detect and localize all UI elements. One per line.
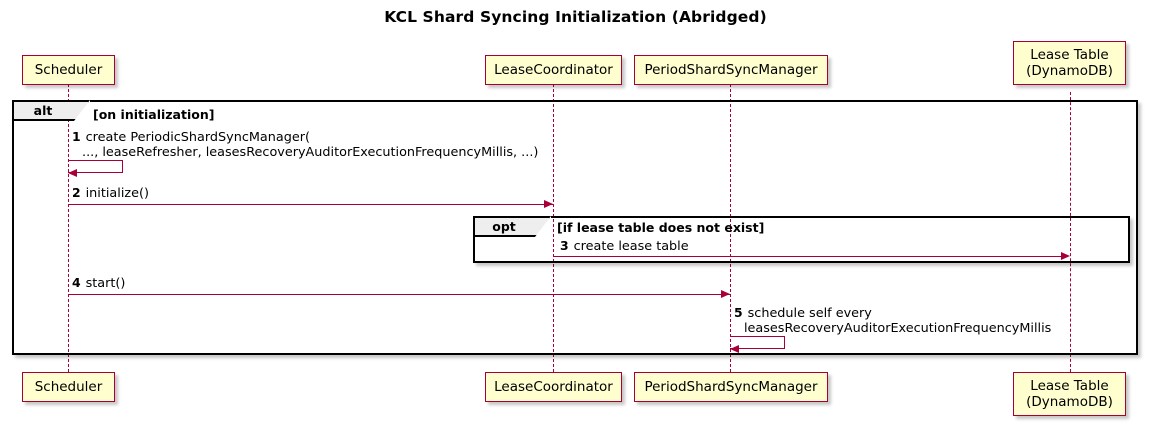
participant-scheduler-bottom-label: Scheduler (34, 379, 103, 395)
message-3-arrowhead (1061, 251, 1070, 260)
participant-period-shard-sync-manager-top[interactable]: PeriodShardSyncManager (634, 55, 828, 85)
participant-lease-table-bottom-label-line1: Lease Table (1030, 378, 1109, 394)
fragment-opt-guard: [if lease table does not exist] (557, 220, 765, 235)
participant-lease-coordinator-top-label: LeaseCoordinator (494, 62, 613, 78)
message-5-text-line2: leasesRecoveryAuditorExecutionFrequencyM… (744, 321, 1052, 336)
lifeline-scheduler (68, 84, 69, 372)
message-3-label: 3 create lease table (560, 238, 689, 254)
message-5-self-loop (730, 336, 785, 349)
message-4-label: 4 start() (72, 275, 125, 291)
fragment-opt-tab: opt (475, 216, 551, 237)
message-1-label: 1 create PeriodicShardSyncManager( ..., l… (72, 129, 538, 160)
message-1-text-line2: ..., leaseRefresher, leasesRecoveryAudit… (82, 145, 539, 160)
message-5-text-line1: schedule self every (747, 306, 872, 321)
participant-lease-table-top-label-line1: Lease Table (1030, 47, 1109, 63)
participant-period-shard-sync-manager-bottom[interactable]: PeriodShardSyncManager (634, 372, 828, 402)
lifeline-lease-coordinator (553, 84, 554, 372)
participant-lease-table-top-label-line2: (DynamoDB) (1026, 63, 1113, 79)
participant-lease-coordinator-bottom-label: LeaseCoordinator (494, 379, 613, 395)
participant-lease-coordinator-top[interactable]: LeaseCoordinator (485, 55, 622, 85)
fragment-opt: opt (473, 216, 1130, 263)
message-1-self-loop (68, 160, 123, 173)
message-2-number: 2 (72, 185, 81, 200)
message-3-text: create lease table (573, 239, 689, 254)
message-4-text: start() (85, 276, 126, 291)
diagram-title: KCL Shard Syncing Initialization (Abridg… (384, 8, 767, 26)
participant-lease-table-bottom[interactable]: Lease Table (DynamoDB) (1013, 372, 1126, 416)
message-5-label: 5 schedule self every leasesRecoveryAudit… (734, 305, 1051, 336)
participant-period-shard-sync-manager-top-label: PeriodShardSyncManager (644, 62, 818, 78)
message-4-line (68, 294, 730, 295)
fragment-opt-operator: opt (492, 219, 516, 234)
message-1-arrowhead (68, 168, 77, 177)
message-1-text-line1: create PeriodicShardSyncManager( (85, 130, 310, 145)
message-2-text: initialize() (85, 186, 149, 201)
participant-scheduler-top[interactable]: Scheduler (22, 55, 115, 85)
message-2-line (68, 204, 553, 205)
message-2-arrowhead (544, 199, 553, 208)
fragment-alt: alt (12, 100, 1138, 355)
lifeline-period-shard-sync-manager (730, 84, 731, 372)
fragment-alt-guard: [on initialization] (93, 107, 215, 122)
message-2-label: 2 initialize() (72, 185, 149, 201)
message-5-arrowhead (730, 344, 739, 353)
message-3-number: 3 (560, 238, 569, 253)
lifeline-lease-table (1070, 92, 1071, 372)
message-1-number: 1 (72, 129, 81, 144)
participant-lease-table-top[interactable]: Lease Table (DynamoDB) (1013, 41, 1126, 85)
participant-lease-table-bottom-label-line2: (DynamoDB) (1026, 394, 1113, 410)
fragment-alt-operator: alt (33, 103, 53, 118)
fragment-alt-tab: alt (14, 100, 90, 121)
message-4-arrowhead (721, 289, 730, 298)
participant-scheduler-bottom[interactable]: Scheduler (22, 372, 115, 402)
message-3-line (553, 256, 1061, 257)
message-4-number: 4 (72, 275, 81, 290)
participant-lease-coordinator-bottom[interactable]: LeaseCoordinator (485, 372, 622, 402)
participant-period-shard-sync-manager-bottom-label: PeriodShardSyncManager (644, 379, 818, 395)
message-5-number: 5 (734, 305, 743, 320)
participant-scheduler-top-label: Scheduler (34, 62, 103, 78)
